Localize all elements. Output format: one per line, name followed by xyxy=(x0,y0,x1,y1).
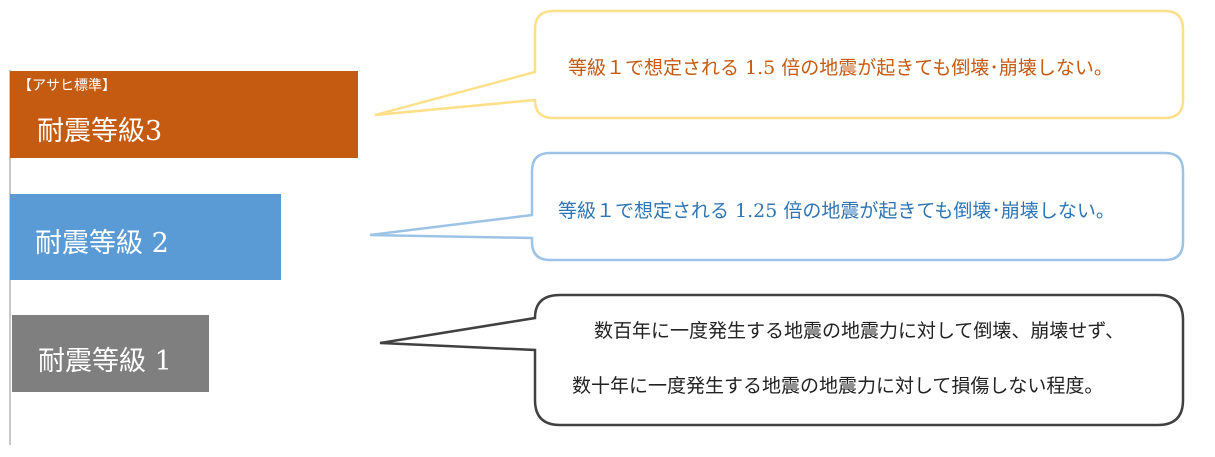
level-3-label: 耐震等級3 xyxy=(37,116,163,147)
level-3-bar: 【アサヒ標準】 耐震等級3 xyxy=(10,71,358,158)
callout-3-bubble xyxy=(374,9,1185,120)
level-1-bar: 耐震等級 1 xyxy=(12,315,209,392)
asahi-standard-tag: 【アサヒ標準】 xyxy=(18,78,116,94)
level-2-label: 耐震等級 2 xyxy=(35,228,169,259)
level-1-label: 耐震等級 1 xyxy=(38,346,172,377)
callout-3-text: 等級１で想定される 1.5 倍の地震が起きても倒壊･崩壊しない。 xyxy=(568,57,1113,79)
callout-1-text-line1: 数百年に一度発生する地震の地震力に対して倒壊、崩壊せず、 xyxy=(594,320,1125,342)
callout-2-bubble xyxy=(369,151,1185,262)
level-2-bar: 耐震等級 2 xyxy=(10,194,281,280)
callout-2-text: 等級１で想定される 1.25 倍の地震が起きても倒壊･崩壊しない。 xyxy=(558,200,1115,222)
callout-1-text-line2: 数十年に一度発生する地震の地震力に対して損傷しない程度。 xyxy=(572,375,1104,397)
callout-1-bubble xyxy=(379,293,1185,427)
